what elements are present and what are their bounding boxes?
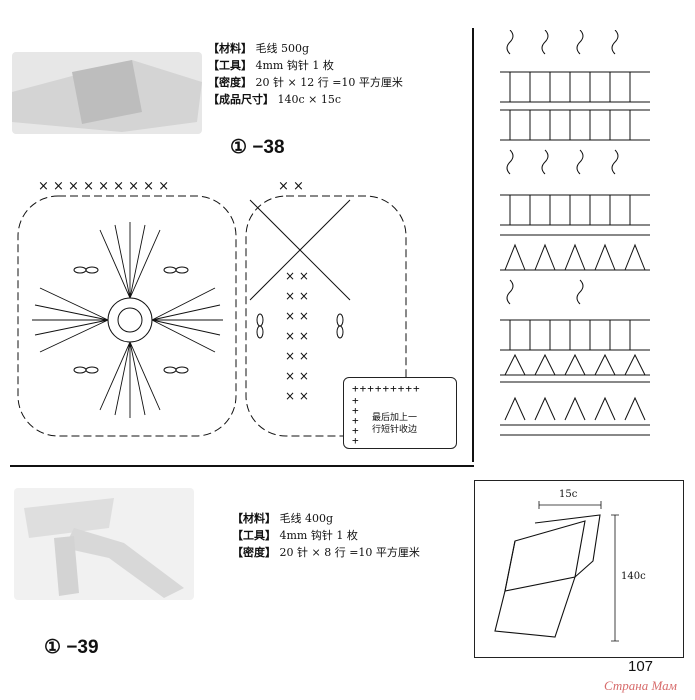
spec-row-material: 【材料】 毛线 400g [232,512,334,525]
pattern-39-label: ① −39 [44,637,99,658]
spec-row-tool: 【工具】 4mm 钩针 1 枚 [208,59,334,72]
chart-legend-box: +++++++++ +++++ 最后加上一 行短针收边 [343,377,457,449]
dimension-drawing [494,501,619,642]
scarf-38-photo [12,52,202,134]
spec-row-tool: 【工具】 4mm 钩针 1 枚 [232,529,358,542]
spec-row-gauge: 【密度】 20 针 × 12 行 =10 平方厘米 [208,76,403,89]
crochet-chart-38-motif: × × × × × × × × × × × × × × × × × × × × × ×… [17,179,407,437]
svg-text:× ×: × × [285,329,309,343]
vertical-divider [472,28,474,462]
page-number: 107 [628,658,654,675]
legend-plus-row: +++++++++ [352,382,421,395]
scarf-39-illustration [24,498,184,598]
legend-plus-column: +++++ [352,394,360,447]
scarf-39-photo [14,488,194,600]
watermark: Страна Мам [604,678,677,693]
spec-row-material: 【材料】 毛线 500g [208,42,310,55]
spec-row-gauge: 【密度】 20 针 × 8 行 =10 平方厘米 [232,546,420,559]
svg-text:× ×: × × [285,289,309,303]
svg-text:× ×: × × [278,179,304,194]
crochet-chart-38-strip [500,30,650,436]
svg-text:× ×: × × [285,269,309,283]
svg-text:× ×: × × [285,389,309,403]
legend-note: 最后加上一 行短针收边 [372,413,418,435]
dim-width-label: 15c [559,489,578,500]
pattern-39-specs: 【材料】 毛线 400g 【工具】 4mm 钩针 1 枚 【密度】 20 针 ×… [232,510,420,561]
svg-text:× × × × × × × × ×: × × × × × × × × × [38,179,169,194]
svg-text:× ×: × × [285,349,309,363]
svg-text:× ×: × × [285,309,309,323]
horizontal-divider [10,465,474,467]
pattern-38-label: ① −38 [230,137,285,158]
pattern-38-specs: 【材料】 毛线 500g 【工具】 4mm 钩针 1 枚 【密度】 20 针 ×… [208,40,403,108]
scarf-38-illustration [12,60,202,132]
dimension-diagram: 15c 140c [474,480,684,658]
dim-length-label: 140c [621,571,646,582]
spec-row-size: 【成品尺寸】 140c × 15c [208,93,342,106]
svg-text:× ×: × × [285,369,309,383]
